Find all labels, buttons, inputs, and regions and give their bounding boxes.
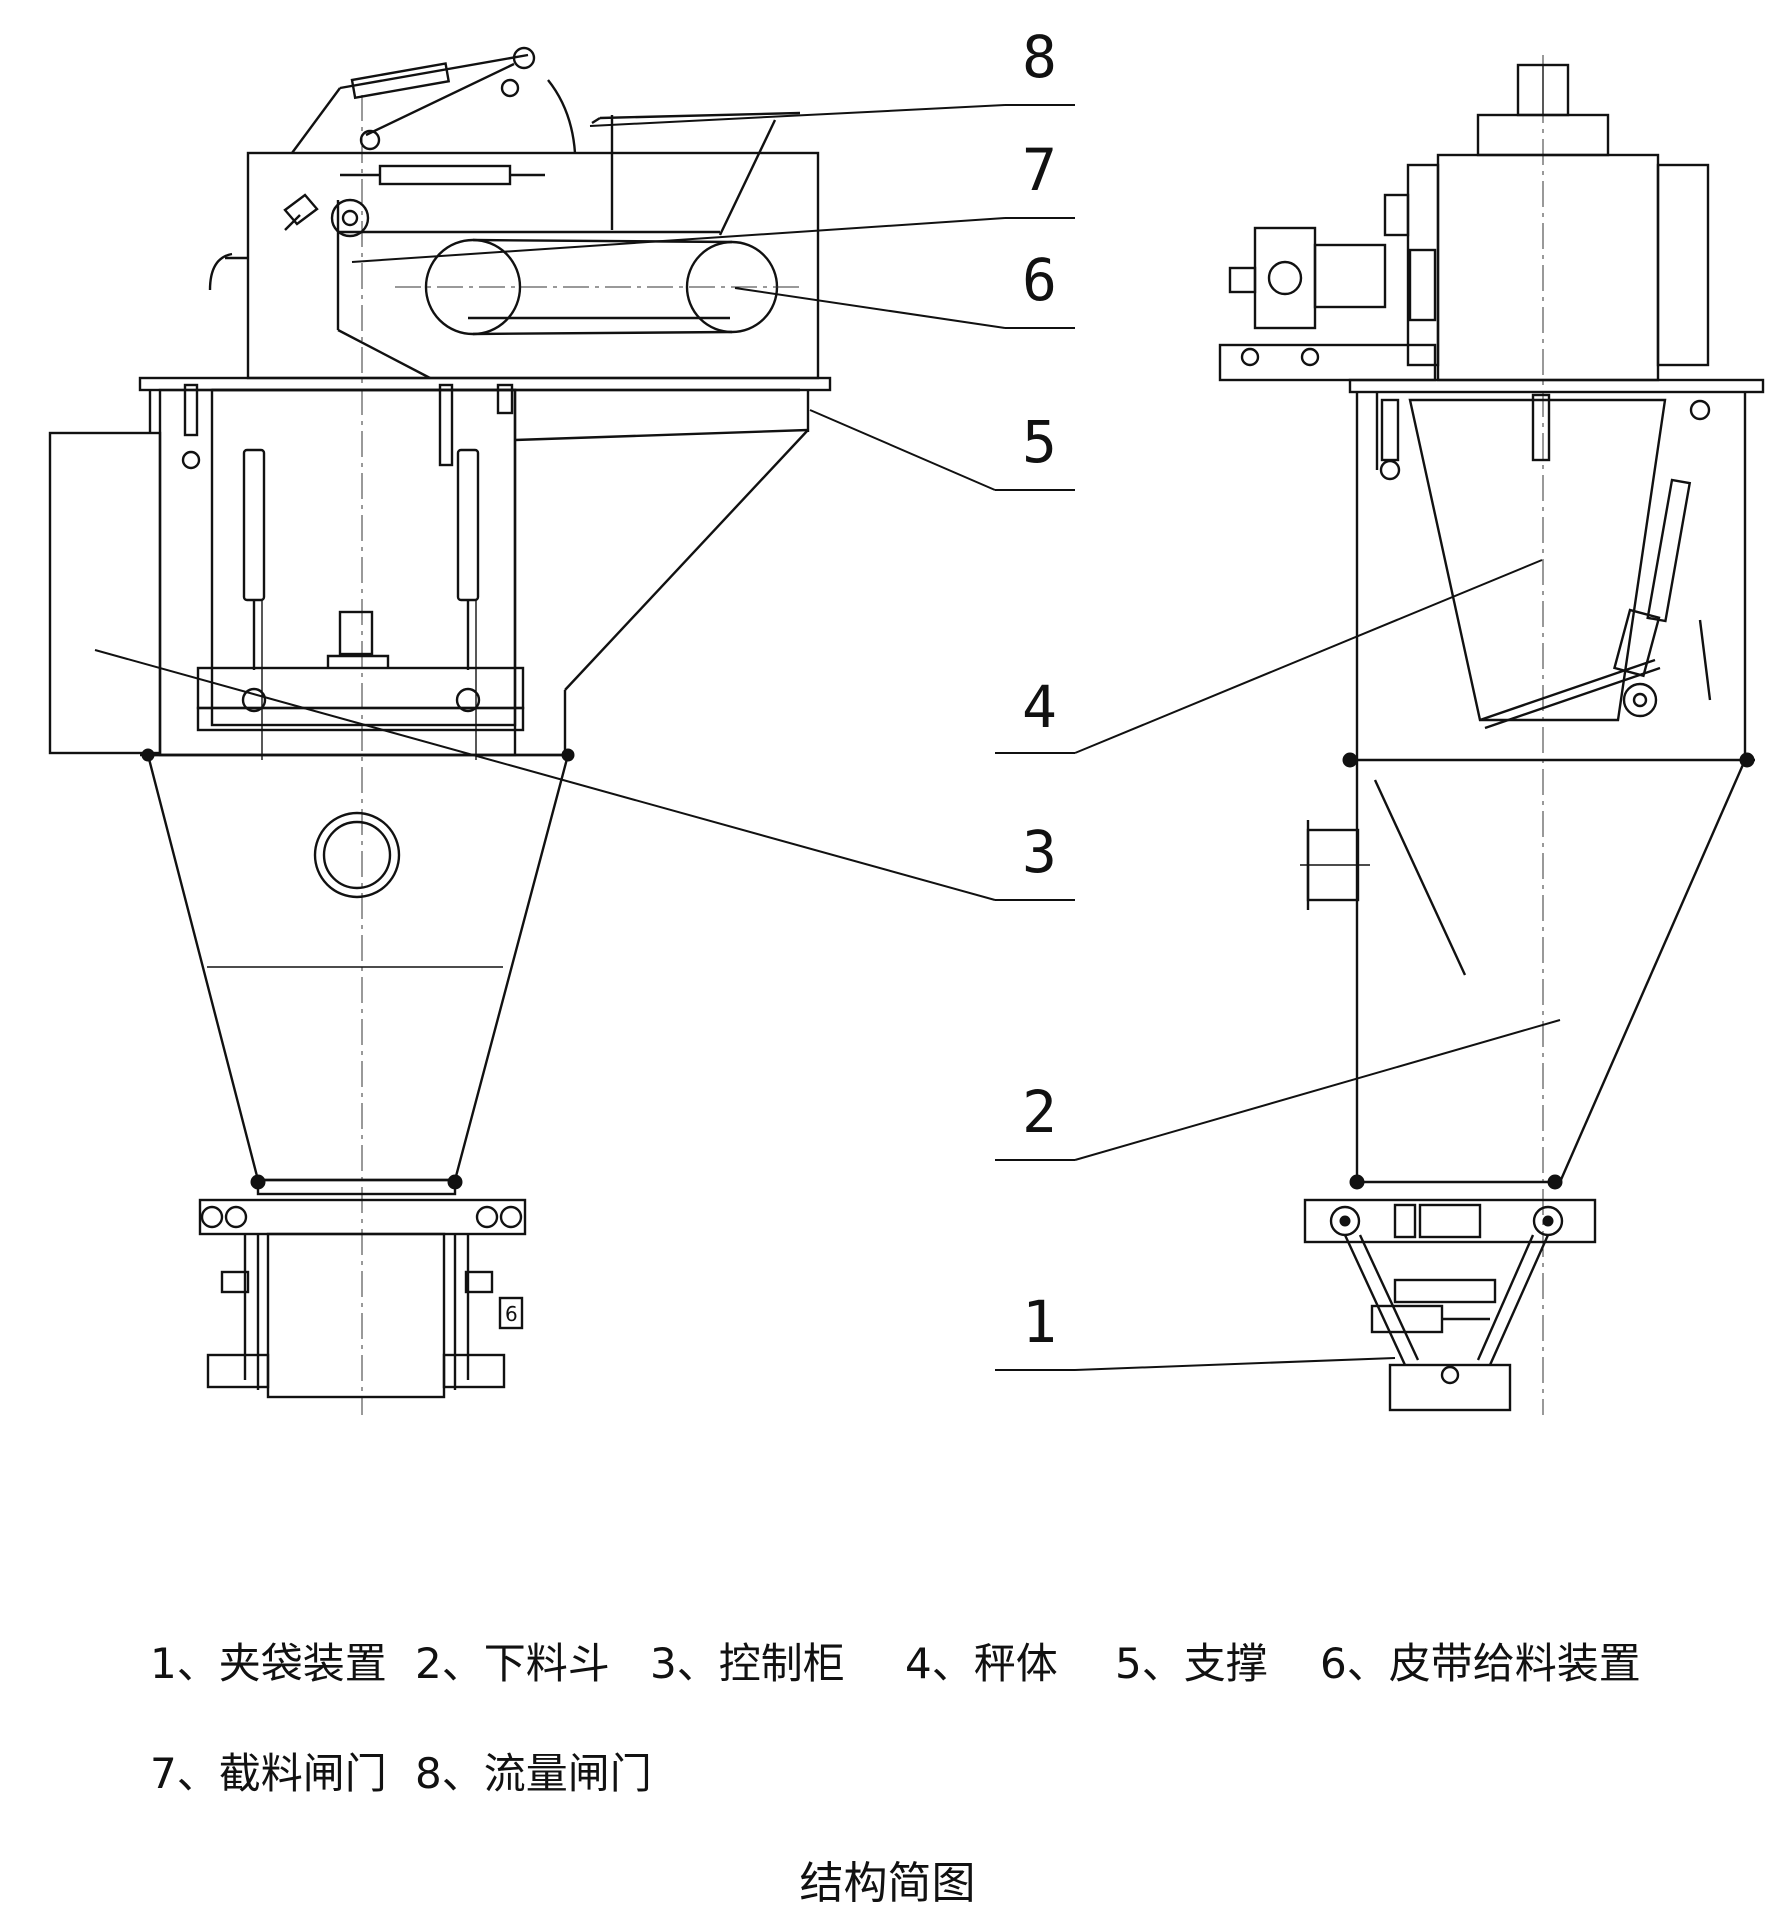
support-plate — [138, 376, 832, 392]
legend-item-6: 6、皮带给料装置 — [1320, 1639, 1641, 1688]
front-view: 6 — [48, 46, 832, 1415]
equipment-badge: 6 — [505, 1302, 518, 1326]
legend-item-7: 7、截料闸门 — [150, 1749, 387, 1798]
legend-item-8: 8、流量闸门 — [415, 1749, 652, 1798]
callout-2: 2 — [1022, 1078, 1057, 1146]
weigh-hopper — [1408, 398, 1667, 722]
callouts: 8 7 6 5 4 3 2 1 — [1022, 23, 1057, 1356]
legend-item-5: 5、支撑 — [1115, 1639, 1268, 1688]
callout-5: 5 — [1022, 408, 1057, 476]
inspection-port — [313, 811, 401, 899]
callout-1: 1 — [1022, 1288, 1057, 1356]
legend-item-3: 3、控制柜 — [650, 1639, 845, 1688]
callout-4: 4 — [1022, 673, 1057, 741]
callout-6: 6 — [1022, 246, 1057, 314]
feeder-housing — [1436, 153, 1660, 382]
diagram-title: 结构简图 — [799, 1858, 976, 1909]
callout-7: 7 — [1022, 136, 1057, 204]
legend-item-2: 2、下料斗 — [415, 1639, 610, 1688]
callout-8: 8 — [1022, 23, 1057, 91]
legend-item-4: 4、秤体 — [905, 1639, 1058, 1688]
drive-motor — [1253, 226, 1317, 330]
feeder-box — [246, 151, 820, 380]
leader-lines — [94, 104, 1561, 1371]
control-cabinet — [48, 431, 162, 755]
side-view — [1218, 55, 1765, 1415]
legend-item-1: 1、夹袋装置 — [150, 1639, 387, 1688]
callout-3: 3 — [1022, 818, 1057, 886]
